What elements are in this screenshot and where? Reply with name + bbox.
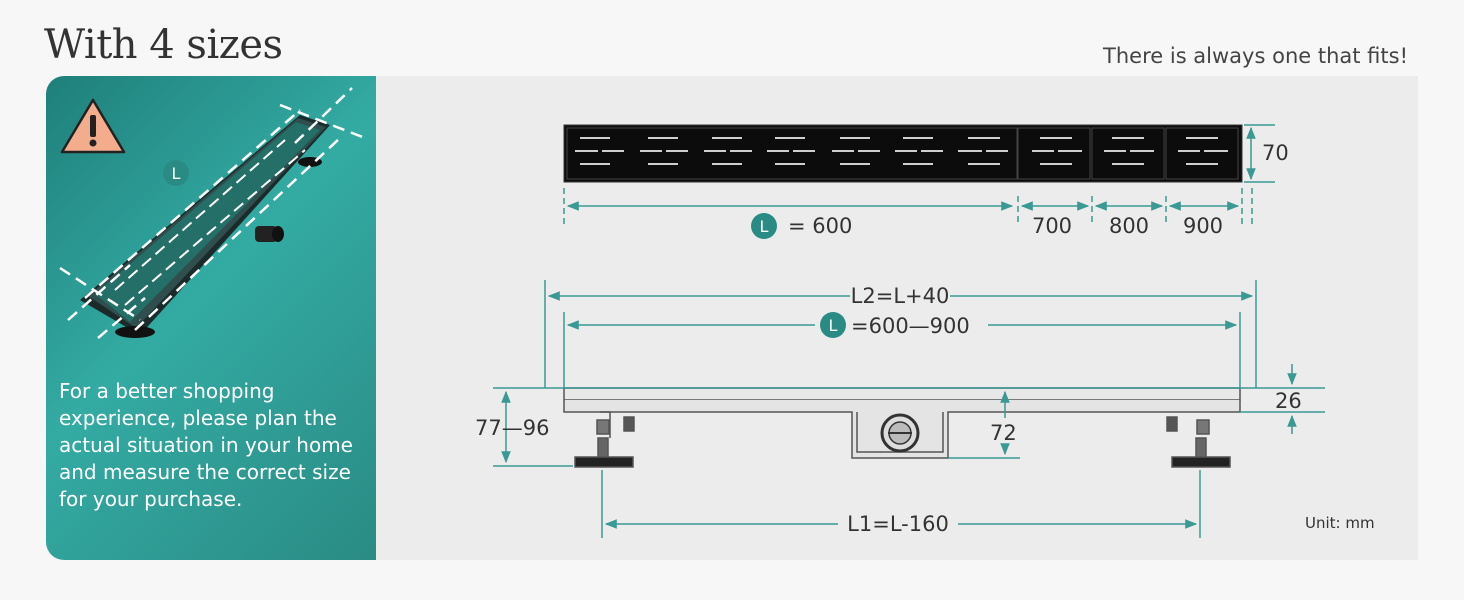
side-view-dimensions xyxy=(493,280,1325,538)
warning-icon xyxy=(60,98,126,154)
width-70-label: 70 xyxy=(1262,141,1289,165)
badge-letter: L xyxy=(172,164,181,183)
info-panel: For a better shopping experience, please… xyxy=(46,76,376,560)
size-700-label: 700 xyxy=(1032,214,1072,238)
foot-span-label: L1=L-160 xyxy=(847,512,949,536)
size-badge-side: L xyxy=(820,312,846,338)
height-range-label: 77—96 xyxy=(475,416,549,440)
length-range-label: =600—900 xyxy=(851,314,970,338)
total-length-label: L2=L+40 xyxy=(851,284,950,308)
page-title: With 4 sizes xyxy=(44,22,283,68)
size-900-label: 900 xyxy=(1183,214,1223,238)
depth-72-label: 72 xyxy=(990,421,1017,445)
size-800-label: 800 xyxy=(1109,214,1149,238)
tagline: There is always one that fits! xyxy=(1103,44,1408,68)
badge-letter: L xyxy=(760,217,769,236)
length-600-label: = 600 xyxy=(788,214,852,238)
size-badge-top: L xyxy=(751,213,777,239)
frame-26-label: 26 xyxy=(1275,389,1302,413)
unit-label: Unit: mm xyxy=(1305,514,1375,532)
top-view-dimensions xyxy=(563,124,1275,226)
grate-top-view xyxy=(563,124,1243,183)
drain-illustration xyxy=(59,87,366,339)
size-badge-panel: L xyxy=(163,160,189,186)
drain-side-view xyxy=(563,387,1241,468)
shopping-note: For a better shopping experience, please… xyxy=(59,379,353,511)
badge-letter: L xyxy=(829,316,838,335)
